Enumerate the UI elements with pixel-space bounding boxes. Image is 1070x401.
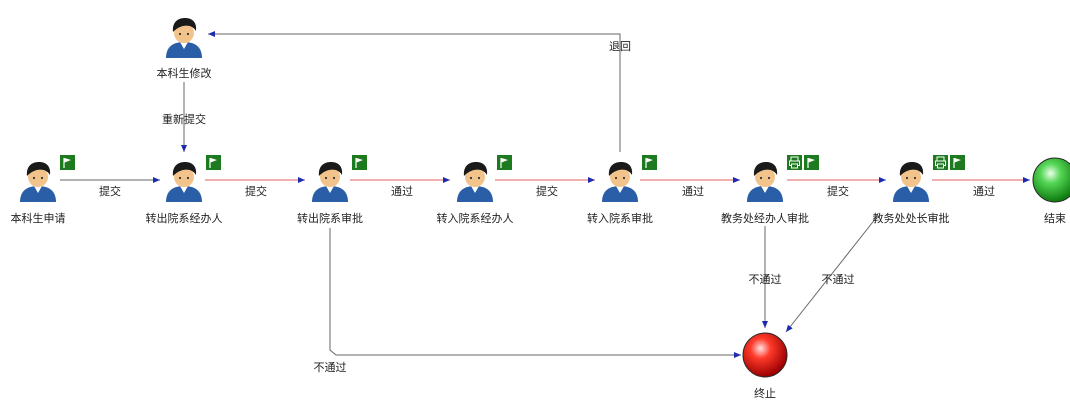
edge-label-fail-1: 不通过: [314, 361, 347, 374]
printer-icon: [933, 155, 948, 170]
edge-label-return: 退回: [609, 40, 631, 53]
person-icon: [166, 18, 202, 58]
node-finish[interactable]: 结束: [1032, 157, 1070, 225]
node-label-finish: 结束: [1044, 212, 1066, 225]
flag-icon: [60, 155, 75, 170]
edge-fail-out-approve: [329, 228, 741, 358]
node-apply[interactable]: 本科生申请: [11, 155, 76, 225]
node-office-handler[interactable]: 教务处经办人审批: [721, 155, 819, 225]
edges: [60, 31, 1030, 358]
person-icon: [20, 162, 56, 202]
node-in-approve[interactable]: 转入院系审批: [587, 155, 657, 225]
edge-label-submit-2: 提交: [245, 184, 267, 198]
person-icon: [893, 162, 929, 202]
node-label-apply: 本科生申请: [11, 211, 66, 225]
person-icon: [602, 162, 638, 202]
edge-return: [208, 31, 621, 152]
edge-label-submit-4: 提交: [827, 184, 849, 198]
flag-icon: [804, 155, 819, 170]
edge-label-fail-3: 不通过: [822, 273, 855, 286]
edge-label-pass-3: 通过: [973, 185, 995, 198]
flag-icon: [642, 155, 657, 170]
person-icon: [166, 162, 202, 202]
edge-label-resubmit: 重新提交: [162, 112, 206, 126]
printer-icon: [787, 155, 802, 170]
edge-label-submit-3: 提交: [536, 184, 558, 198]
node-label-out-handler: 转出院系经办人: [146, 211, 223, 225]
end-green-icon: [1032, 157, 1070, 203]
edge-label-fail-2: 不通过: [749, 273, 782, 286]
node-out-approve[interactable]: 转出院系审批: [297, 155, 367, 225]
flag-icon: [206, 155, 221, 170]
node-label-in-handler: 转入院系经办人: [437, 211, 514, 225]
node-office-head[interactable]: 教务处处长审批: [873, 155, 966, 225]
person-icon: [747, 162, 783, 202]
node-stop[interactable]: 终止: [742, 332, 788, 400]
edge-label-submit-1: 提交: [99, 184, 121, 198]
node-label-office-head: 教务处处长审批: [873, 211, 950, 225]
edge-labels: 提交 提交 通过 提交 通过 提交 通过 退回 重新提交 不通过 不通过 不通过: [99, 40, 995, 374]
person-icon: [457, 162, 493, 202]
flag-icon: [950, 155, 965, 170]
node-label-revise: 本科生修改: [157, 66, 212, 80]
flag-icon: [497, 155, 512, 170]
node-in-handler[interactable]: 转入院系经办人: [437, 155, 514, 225]
person-icon: [312, 162, 348, 202]
flag-icon: [352, 155, 367, 170]
edge-fail-office-head: [785, 217, 877, 333]
node-label-out-approve: 转出院系审批: [297, 211, 363, 225]
node-label-office-handler: 教务处经办人审批: [721, 211, 809, 225]
node-label-in-approve: 转入院系审批: [587, 211, 653, 225]
stop-red-icon: [742, 332, 788, 378]
node-out-handler[interactable]: 转出院系经办人: [146, 155, 223, 225]
node-revise[interactable]: 本科生修改: [157, 18, 212, 80]
node-label-stop: 终止: [754, 386, 776, 400]
edge-label-pass-2: 通过: [682, 185, 704, 198]
edge-label-pass-1: 通过: [391, 185, 413, 198]
